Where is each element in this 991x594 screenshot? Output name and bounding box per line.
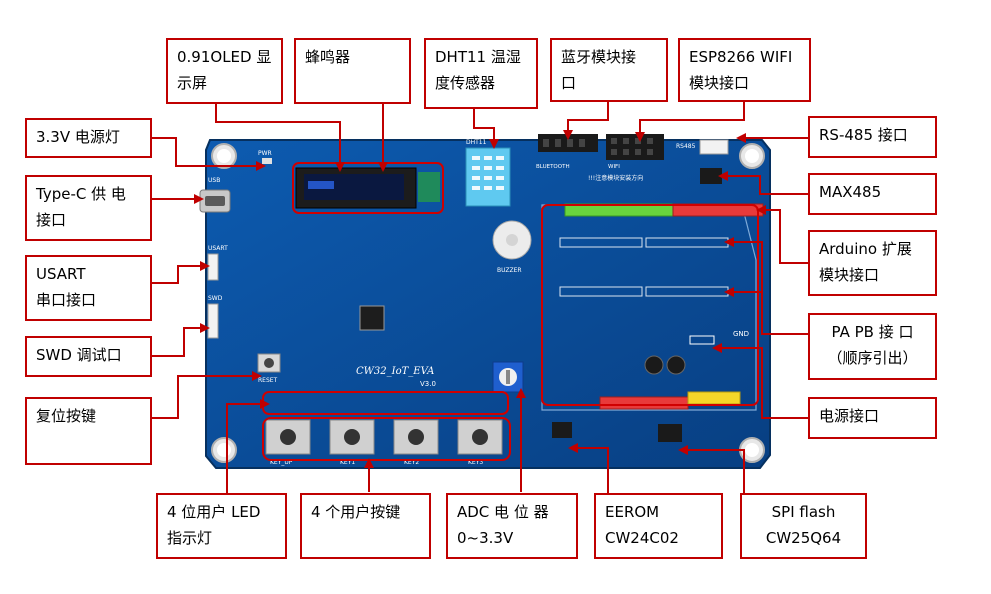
- silk-notice: !!!注意模块安装方向: [588, 174, 643, 182]
- label-typec: Type-C 供 电 接口: [25, 175, 152, 241]
- board-version: V3.0: [420, 380, 436, 388]
- label-user-keys: 4 个用户按键: [300, 493, 431, 559]
- label-swd: SWD 调试口: [25, 336, 152, 377]
- label-reset: 复位按键: [25, 397, 152, 465]
- arrow-arduino: [760, 209, 808, 264]
- label-eerom: EEROM CW24C02: [594, 493, 723, 559]
- label-adc: ADC 电 位 器 0~3.3V: [446, 493, 578, 559]
- label-oled: 0.91OLED 显 示屏: [166, 38, 283, 104]
- arrow-oled: [215, 103, 341, 168]
- silk-dht: DHT11: [466, 139, 487, 146]
- arrow-eeprom: [572, 447, 609, 493]
- power-led: PWR: [258, 150, 272, 164]
- label-rs485: RS-485 接口: [808, 116, 937, 158]
- silk-bt: BLUETOOTH: [536, 164, 570, 170]
- user-button: [457, 419, 503, 455]
- label-dht11: DHT11 温湿 度传感器: [424, 38, 538, 109]
- user-button: [265, 419, 311, 455]
- eeprom-chip: [552, 422, 572, 438]
- bluetooth-header: [538, 134, 598, 152]
- silk-usart: USART: [208, 245, 228, 252]
- arrow-bluetooth: [567, 102, 609, 136]
- label-power-port: 电源接口: [808, 397, 937, 439]
- arrow-dht11: [473, 109, 495, 145]
- arrow-max485: [722, 175, 808, 195]
- arrow-pa: [728, 241, 808, 335]
- pcb-board: [205, 139, 771, 469]
- spi-flash-chip: [658, 424, 682, 442]
- silk-pwr: PWR: [258, 150, 272, 157]
- key-label-3: KEY3: [468, 459, 483, 466]
- dht11-sensor: [465, 147, 511, 207]
- buzzer: [492, 220, 532, 260]
- highlight-arduino: [541, 204, 759, 406]
- user-buttons: [265, 419, 503, 455]
- silk-wifi: WIFI: [608, 164, 620, 170]
- arrow-spiflash: [682, 449, 745, 493]
- label-user-led: 4 位用户 LED 指示灯: [156, 493, 287, 559]
- highlight-keys: [262, 417, 511, 461]
- arrow-power-port: [716, 347, 808, 419]
- mcu-chip: [359, 305, 385, 331]
- highlight-oled: [292, 162, 444, 214]
- label-bluetooth: 蓝牙模块接 口: [550, 38, 668, 102]
- rs485-connector: [699, 139, 729, 155]
- key-label-1: KEY1: [340, 459, 355, 466]
- power-header: GND: [644, 330, 749, 375]
- label-usart: USART 串口接口: [25, 255, 152, 321]
- arrow-wifi: [639, 102, 745, 138]
- user-button: [329, 419, 375, 455]
- user-button: [393, 419, 439, 455]
- max485-chip: [700, 168, 722, 184]
- label-power-led: 3.3V 电源灯: [25, 118, 152, 158]
- mounting-hole: [211, 437, 237, 463]
- usart-header: [207, 253, 219, 281]
- arrow-power-led: [152, 137, 262, 167]
- wifi-header: [606, 134, 664, 160]
- label-esp8266: ESP8266 WIFI 模块接口: [678, 38, 811, 102]
- label-spiflash: SPI flash CW25Q64: [740, 493, 867, 559]
- oled-display: [295, 167, 440, 209]
- adc-potentiometer: [492, 361, 524, 393]
- board-model: CW32_IoT_EVA: [356, 366, 434, 377]
- swd-header: [207, 303, 219, 339]
- label-papb: PA PB 接 口 （顺序引出）: [808, 313, 937, 380]
- mounting-hole: [211, 143, 237, 169]
- silk-swd: SWD: [208, 295, 223, 302]
- key-label-up: KEY_UP: [270, 459, 293, 466]
- key-label-2: KEY2: [404, 459, 419, 466]
- silk-usb: USB: [208, 177, 220, 184]
- mounting-hole: [739, 437, 765, 463]
- arrow-swd: [152, 327, 206, 357]
- label-max485: MAX485: [808, 173, 937, 215]
- reset-button: [257, 353, 281, 373]
- arrow-reset: [152, 375, 258, 419]
- silk-gnd: GND: [733, 330, 749, 338]
- label-buzzer: 蜂鸣器: [294, 38, 411, 104]
- silk-buzzer: BUZZER: [497, 267, 522, 274]
- silk-reset: RESET: [258, 377, 278, 384]
- mounting-hole: [739, 143, 765, 169]
- arrow-usart: [152, 265, 206, 284]
- silk-rs485: RS485: [676, 143, 696, 150]
- arrow-user-led: [226, 403, 266, 495]
- label-arduino: Arduino 扩展 模块接口: [808, 230, 937, 296]
- typec-connector: [199, 189, 231, 213]
